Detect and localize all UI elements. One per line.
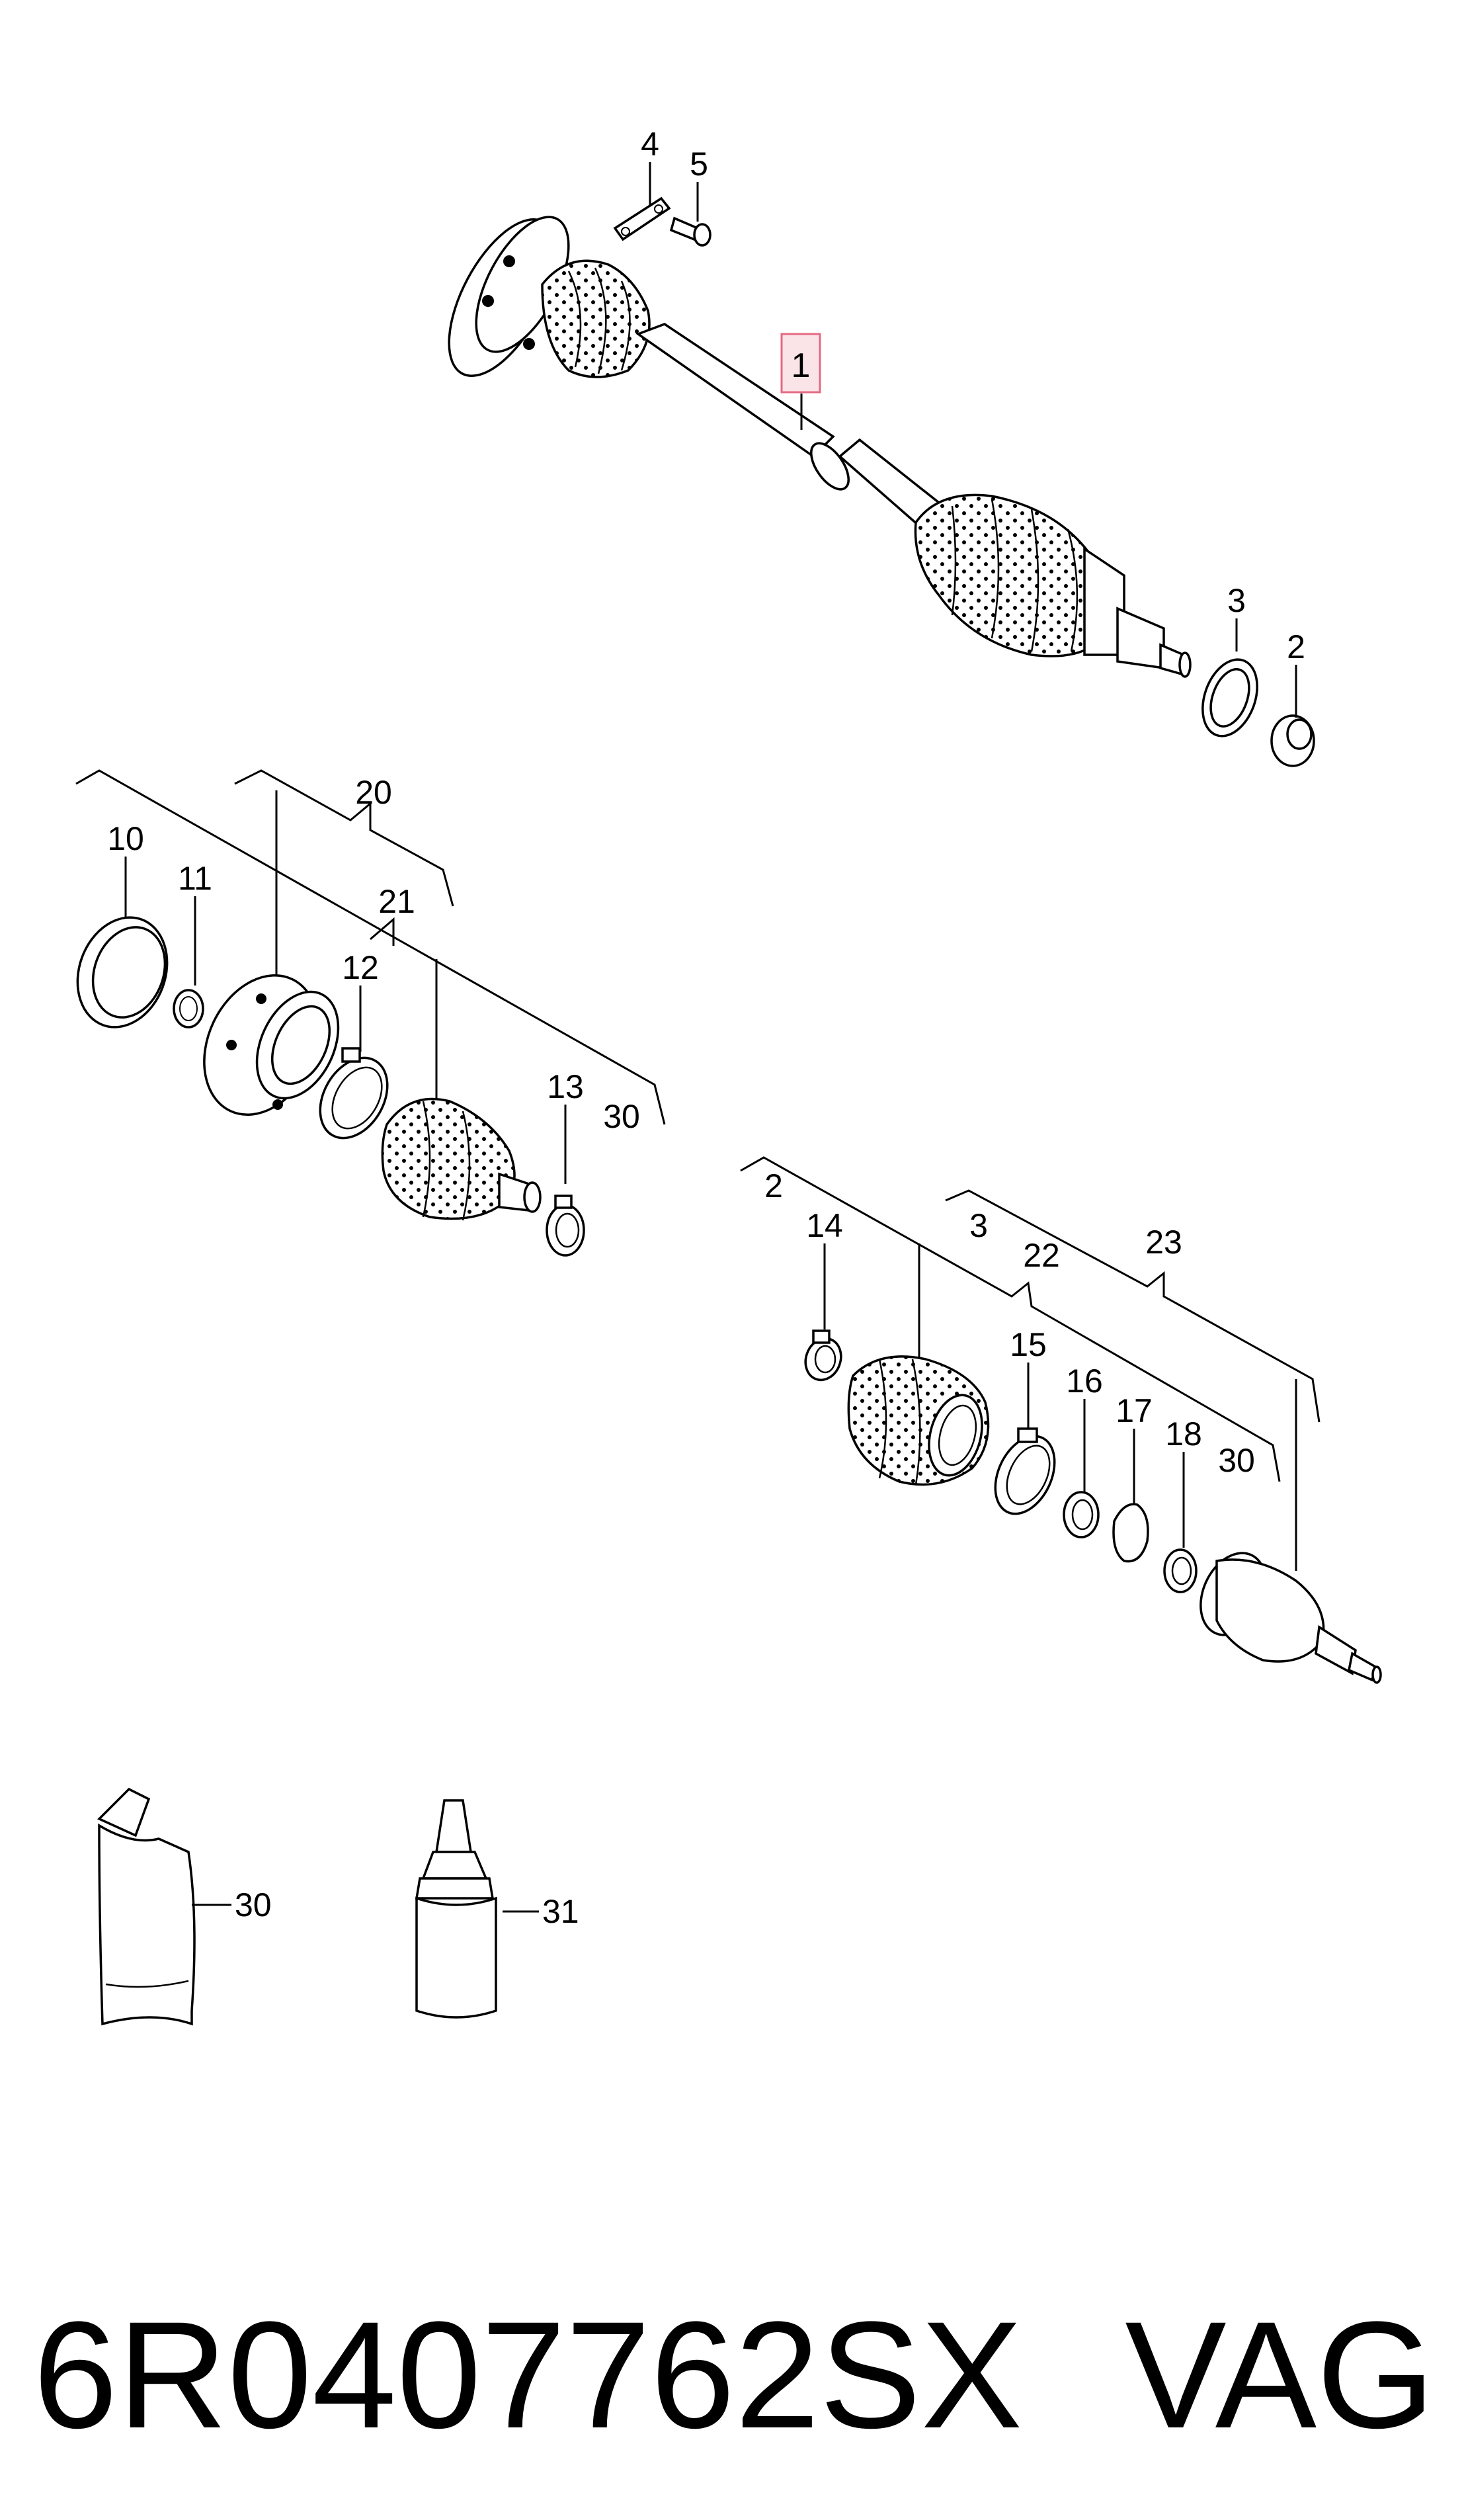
label-13: 13 xyxy=(547,1068,584,1105)
lock-plate-part-4 xyxy=(613,196,671,241)
nut-part-2 xyxy=(1270,714,1315,767)
clamp-part-15 xyxy=(994,1427,1056,1515)
label-30-kit-left: 30 xyxy=(603,1098,640,1135)
brand-text: VAG xyxy=(1125,2290,1435,2460)
label-30-grease: 30 xyxy=(235,1886,272,1923)
label-22: 22 xyxy=(1023,1237,1060,1274)
inner-boot xyxy=(541,259,651,378)
grease-tube-part-30 xyxy=(97,1787,196,2026)
outer-boot xyxy=(914,493,1113,657)
label-2-kit: 2 xyxy=(764,1167,783,1204)
label-4: 4 xyxy=(641,126,659,163)
outer-kit-boot xyxy=(847,1355,990,1486)
label-18: 18 xyxy=(1165,1415,1202,1452)
label-20: 20 xyxy=(355,774,392,811)
outer-joint-repair-kit: 2 14 3 22 23 15 16 17 18 30 xyxy=(740,1156,1382,1684)
label-3-kit: 3 xyxy=(969,1207,988,1244)
bottle-part-31 xyxy=(415,1799,497,2019)
bolt-part-5 xyxy=(669,216,712,247)
thrust-ring-part-3 xyxy=(1201,658,1258,737)
clamp-part-12 xyxy=(319,1047,389,1140)
label-12: 12 xyxy=(342,949,379,986)
label-2: 2 xyxy=(1287,628,1305,665)
label-5: 5 xyxy=(690,146,708,183)
label-10: 10 xyxy=(107,820,144,857)
label-16: 16 xyxy=(1066,1363,1103,1400)
shaft xyxy=(635,323,941,528)
drive-shaft-assembly: 1 4 5 3 2 xyxy=(448,126,1315,767)
ring-part-16 xyxy=(1063,1491,1100,1538)
label-15: 15 xyxy=(1010,1326,1047,1363)
label-3: 3 xyxy=(1227,582,1246,619)
outer-joint-stub xyxy=(1083,546,1192,678)
joint-body-part-20 xyxy=(203,974,340,1116)
boot-part-21 xyxy=(381,1097,542,1221)
callout-highlight-1 xyxy=(780,333,821,394)
circlip-part-11 xyxy=(173,989,204,1029)
label-31: 31 xyxy=(542,1893,579,1930)
label-23: 23 xyxy=(1145,1224,1182,1261)
small-clamp-part-14 xyxy=(804,1329,842,1382)
label-21: 21 xyxy=(378,883,415,920)
label-1: 1 xyxy=(792,347,811,385)
small-clamp-part-13 xyxy=(546,1195,585,1257)
inner-flange-joint xyxy=(448,216,570,377)
label-14: 14 xyxy=(806,1207,843,1244)
label-30-kit-right: 30 xyxy=(1218,1442,1255,1479)
part-number-text: 6R0407762SX xyxy=(33,2290,1022,2460)
inner-joint-repair-kit: 20 10 11 21 12 13 30 xyxy=(75,769,666,1257)
dish-part-17 xyxy=(1112,1503,1149,1563)
circlip-part-18 xyxy=(1163,1548,1198,1593)
label-11: 11 xyxy=(178,860,212,897)
sealing-ring-part-10 xyxy=(76,916,169,1029)
label-17: 17 xyxy=(1116,1392,1153,1429)
outer-joint-part-23 xyxy=(1200,1552,1382,1684)
